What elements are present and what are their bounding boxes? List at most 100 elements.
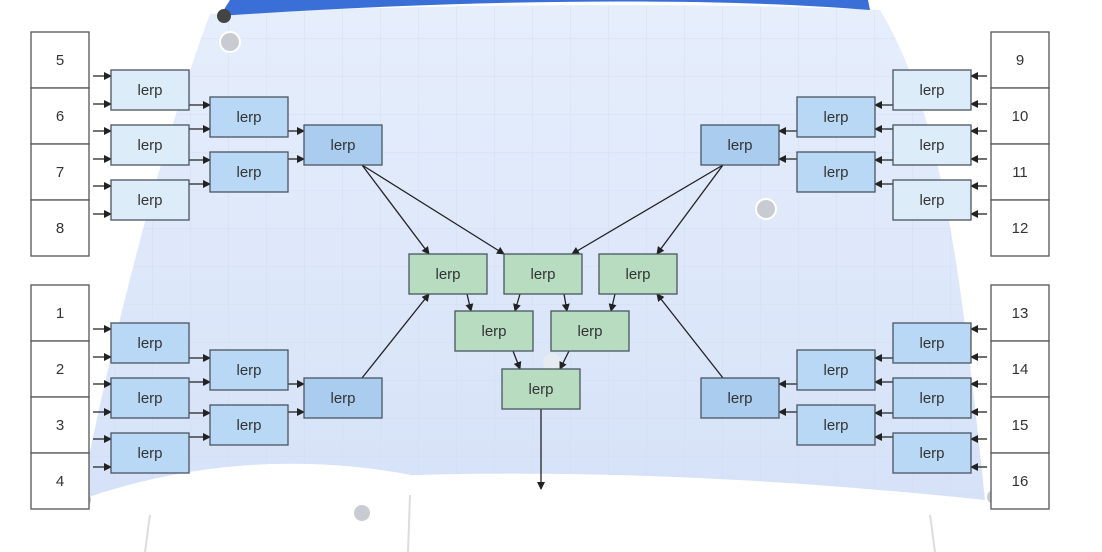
tl-lerp-l3-box [303, 124, 383, 166]
br-lerp-l2-2-box [796, 404, 876, 446]
tl-lerp-l2-1: lerp [209, 96, 289, 138]
center-lerp-mid-2-box [550, 310, 630, 352]
bl-lerp-l3: lerp [303, 377, 383, 419]
bl-input-4-box [30, 452, 90, 510]
tr-lerp-l1-1: lerp [892, 69, 972, 111]
top-edge-band [220, 0, 870, 16]
br-input-16: 16 [990, 452, 1050, 510]
br-input-13-label: 13 [1012, 305, 1029, 322]
tl-input-7-label: 7 [56, 164, 64, 181]
bl-input-2-box [30, 340, 90, 398]
tl-lerp-l3-label: lerp [330, 137, 355, 154]
arrow-center-r1b-r2a [513, 293, 521, 312]
arrow-center-r1b-r2b [561, 293, 570, 312]
center-lerp-top-2: lerp [503, 253, 583, 295]
br-lerp-l1-2-label: lerp [919, 390, 944, 407]
arrow-center-r2a-final [512, 350, 522, 370]
floor-line-left [144, 514, 151, 552]
tl-input-5-label: 5 [56, 52, 64, 69]
dot-3 [354, 505, 370, 521]
tl-input-8-box [30, 199, 90, 257]
bl-lerp-l1-1: lerp [110, 322, 190, 364]
arrow-tl-to-center-2 [361, 164, 505, 255]
bl-lerp-l1-3-label: lerp [137, 445, 162, 462]
tr-lerp-l2-1-label: lerp [823, 109, 848, 126]
tl-lerp-l1-1-box [110, 69, 190, 111]
lower-white-wave [80, 463, 985, 552]
tr-lerp-l3-box [700, 124, 780, 166]
center-lerp-mid-2-label: lerp [577, 323, 602, 340]
tl-lerp-l2-2-label: lerp [236, 164, 261, 181]
tl-input-7-box [30, 143, 90, 201]
br-lerp-l3-box [700, 377, 780, 419]
bl-input-1: 1 [30, 284, 90, 342]
tr-lerp-l2-1: lerp [796, 96, 876, 138]
br-lerp-l1-2-box [892, 377, 972, 419]
tl-lerp-l2-1-box [209, 96, 289, 138]
br-lerp-l2-1: lerp [796, 349, 876, 391]
arrow-center-r1a-r2a [465, 293, 474, 312]
tr-lerp-l2-2-box [796, 151, 876, 193]
br-input-14-label: 14 [1012, 361, 1029, 378]
tr-input-12: 12 [990, 199, 1050, 257]
tr-input-10: 10 [990, 87, 1050, 145]
br-input-14-box [990, 340, 1050, 398]
arrow-br-to-center [656, 293, 724, 379]
bl-lerp-l1-3-box [110, 432, 190, 474]
center-lerp-top-1-box [408, 253, 488, 295]
bl-input-1-box [30, 284, 90, 342]
tr-input-11-label: 11 [1012, 164, 1028, 181]
tl-input-6: 6 [30, 87, 90, 145]
bl-lerp-l2-1: lerp [209, 349, 289, 391]
tl-lerp-l2-2-box [209, 151, 289, 193]
arrow-tl-to-center-1 [361, 164, 430, 255]
center-lerp-final-label: lerp [528, 381, 553, 398]
tl-lerp-l1-3: lerp [110, 179, 190, 221]
bl-lerp-l1-2: lerp [110, 377, 190, 419]
bl-lerp-l2-1-label: lerp [236, 362, 261, 379]
tr-input-11: 11 [990, 143, 1050, 201]
tr-input-10-label: 10 [1012, 108, 1029, 125]
tr-lerp-l1-2-label: lerp [919, 137, 944, 154]
br-input-16-box [990, 452, 1050, 510]
center-lerp-mid-1-box [454, 310, 534, 352]
br-lerp-l3-label: lerp [727, 390, 752, 407]
bl-lerp-l2-2: lerp [209, 404, 289, 446]
tl-lerp-l2-1-label: lerp [236, 109, 261, 126]
center-lerp-final-box [501, 368, 581, 410]
br-input-14: 14 [990, 340, 1050, 398]
arrows-layer [93, 72, 987, 490]
br-lerp-l1-1: lerp [892, 322, 972, 364]
dot-2 [755, 198, 777, 220]
tr-lerp-l1-2: lerp [892, 124, 972, 166]
bl-lerp-l1-2-box [110, 377, 190, 419]
bl-input-3-box [30, 396, 90, 454]
tl-input-6-label: 6 [56, 108, 64, 125]
center-lerp-mid-1: lerp [454, 310, 534, 352]
tl-lerp-l3: lerp [303, 124, 383, 166]
dot-6 [217, 9, 231, 23]
bl-lerp-l3-label: lerp [330, 390, 355, 407]
bl-lerp-l1-1-label: lerp [137, 335, 162, 352]
bl-lerp-l2-2-box [209, 404, 289, 446]
br-lerp-l2-2-label: lerp [823, 417, 848, 434]
bl-input-2-label: 2 [56, 361, 64, 378]
arrow-bl-to-center [361, 293, 430, 379]
tl-lerp-l1-2-box [110, 124, 190, 166]
bl-lerp-l2-1-box [209, 349, 289, 391]
bl-input-1-label: 1 [56, 305, 64, 322]
dot-7 [543, 353, 561, 371]
bl-lerp-l2-2-label: lerp [236, 417, 261, 434]
tr-lerp-l1-3-label: lerp [919, 192, 944, 209]
bl-lerp-l1-1-box [110, 322, 190, 364]
tl-lerp-l1-2: lerp [110, 124, 190, 166]
bl-lerp-l1-3: lerp [110, 432, 190, 474]
tr-lerp-l3: lerp [700, 124, 780, 166]
tr-lerp-l2-1-box [796, 96, 876, 138]
tr-lerp-l2-2-label: lerp [823, 164, 848, 181]
br-lerp-l1-3: lerp [892, 432, 972, 474]
floor-line-mid [407, 494, 411, 552]
tl-input-5: 5 [30, 31, 90, 89]
tr-input-9: 9 [990, 31, 1050, 89]
